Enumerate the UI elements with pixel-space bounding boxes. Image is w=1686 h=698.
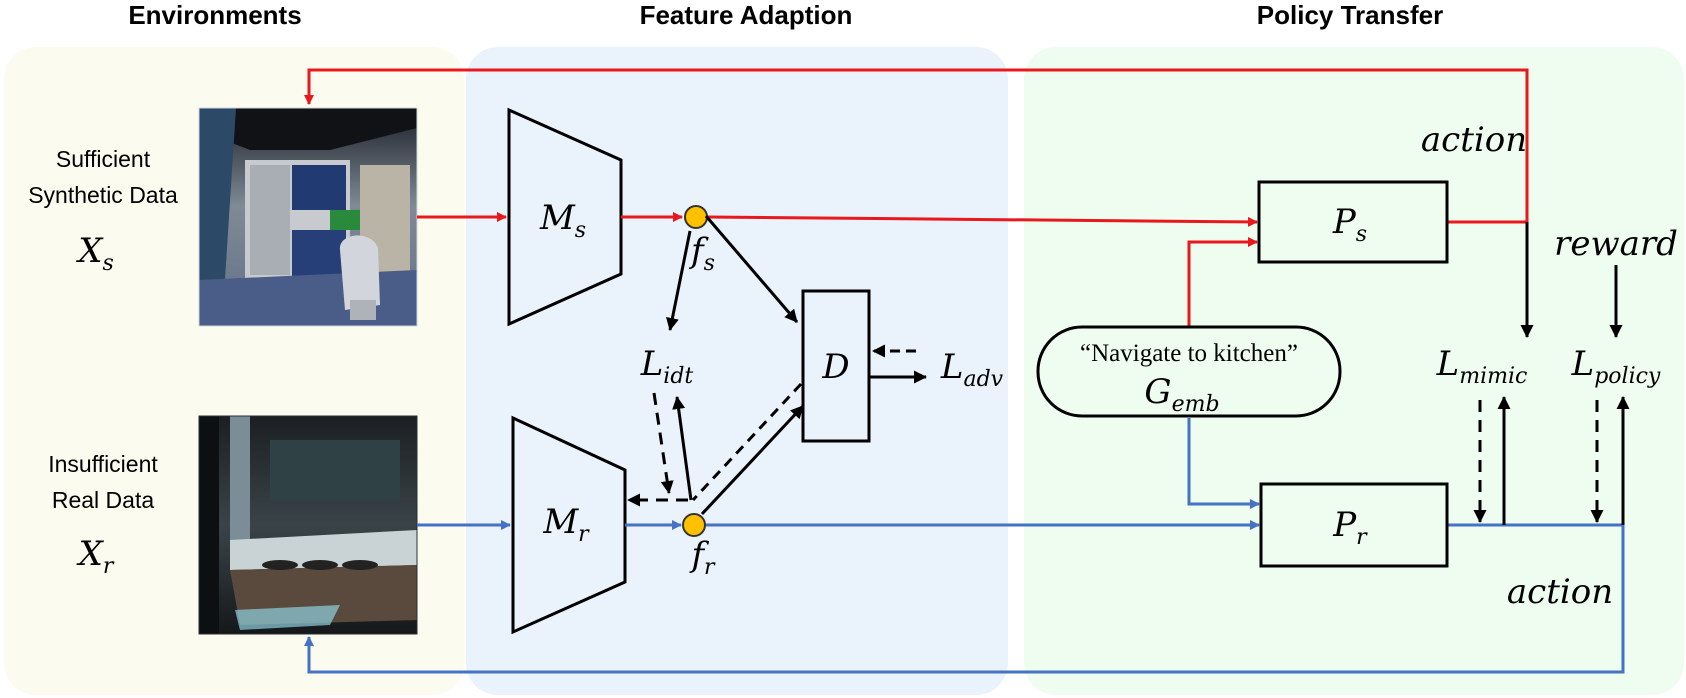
fr-to-lidt-arrow [672,396,693,501]
fs-to-ps-arrow [707,215,1258,227]
loss-mimic-label: Lmimic [1436,344,1528,389]
fs-to-lidt-arrow [666,230,692,331]
feature-node-fs [684,205,708,229]
encoder-ms-label: Ms [539,198,586,243]
synthetic-label-line2: Synthetic Data [28,182,178,208]
real-label-line1: Insufficient [48,451,158,477]
fs-to-d-arrow [704,215,799,323]
real-label-line2: Real Data [52,487,154,513]
action-top-label: action [1421,120,1527,160]
goal-to-pr-arrow [1187,418,1260,509]
encoder-ms [507,107,623,327]
encoder-mr [511,415,627,635]
feature-node-fr [682,513,706,537]
discriminator-box [801,289,871,443]
loss-idt-label: Lidt [640,344,694,389]
encoder-mr-label: Mr [542,502,590,547]
synthetic-data-var: Xs [75,231,114,276]
policy-ps-box [1257,180,1449,264]
feature-adaption-panel [466,47,1008,695]
policy-pr-box [1259,482,1449,568]
fr-to-d-arrow [700,404,805,516]
loss-adv-label: Ladv [940,347,1004,392]
goal-embedding-box [1036,325,1342,418]
ps-action-loop [304,68,1529,224]
real-data-var: Xr [76,534,115,579]
pr-action-loop [304,523,1625,674]
loss-policy-label: Lpolicy [1571,344,1661,389]
synthetic-label-line1: Sufficient [56,146,151,172]
goal-embedding-var: Gemb [1144,372,1219,417]
real-bar-image [198,415,418,635]
lidt-dashed-down [652,392,674,494]
discriminator-label: D [821,347,849,387]
action-bottom-label: action [1507,572,1613,612]
goal-instruction-text: “Navigate to kitchen” [1080,340,1298,367]
reward-label: reward [1554,224,1678,264]
synthetic-kitchen-image [198,107,418,327]
d-to-fr-dashed [691,382,803,502]
policy-ps-label: Ps [1332,202,1367,247]
policy-pr-label: Pr [1332,505,1368,550]
goal-to-ps-arrow [1187,237,1258,326]
header-feature-adaption: Feature Adaption [640,0,853,30]
header-environments: Environments [128,0,301,30]
header-policy-transfer: Policy Transfer [1257,0,1443,30]
policy-transfer-panel [1024,47,1684,695]
